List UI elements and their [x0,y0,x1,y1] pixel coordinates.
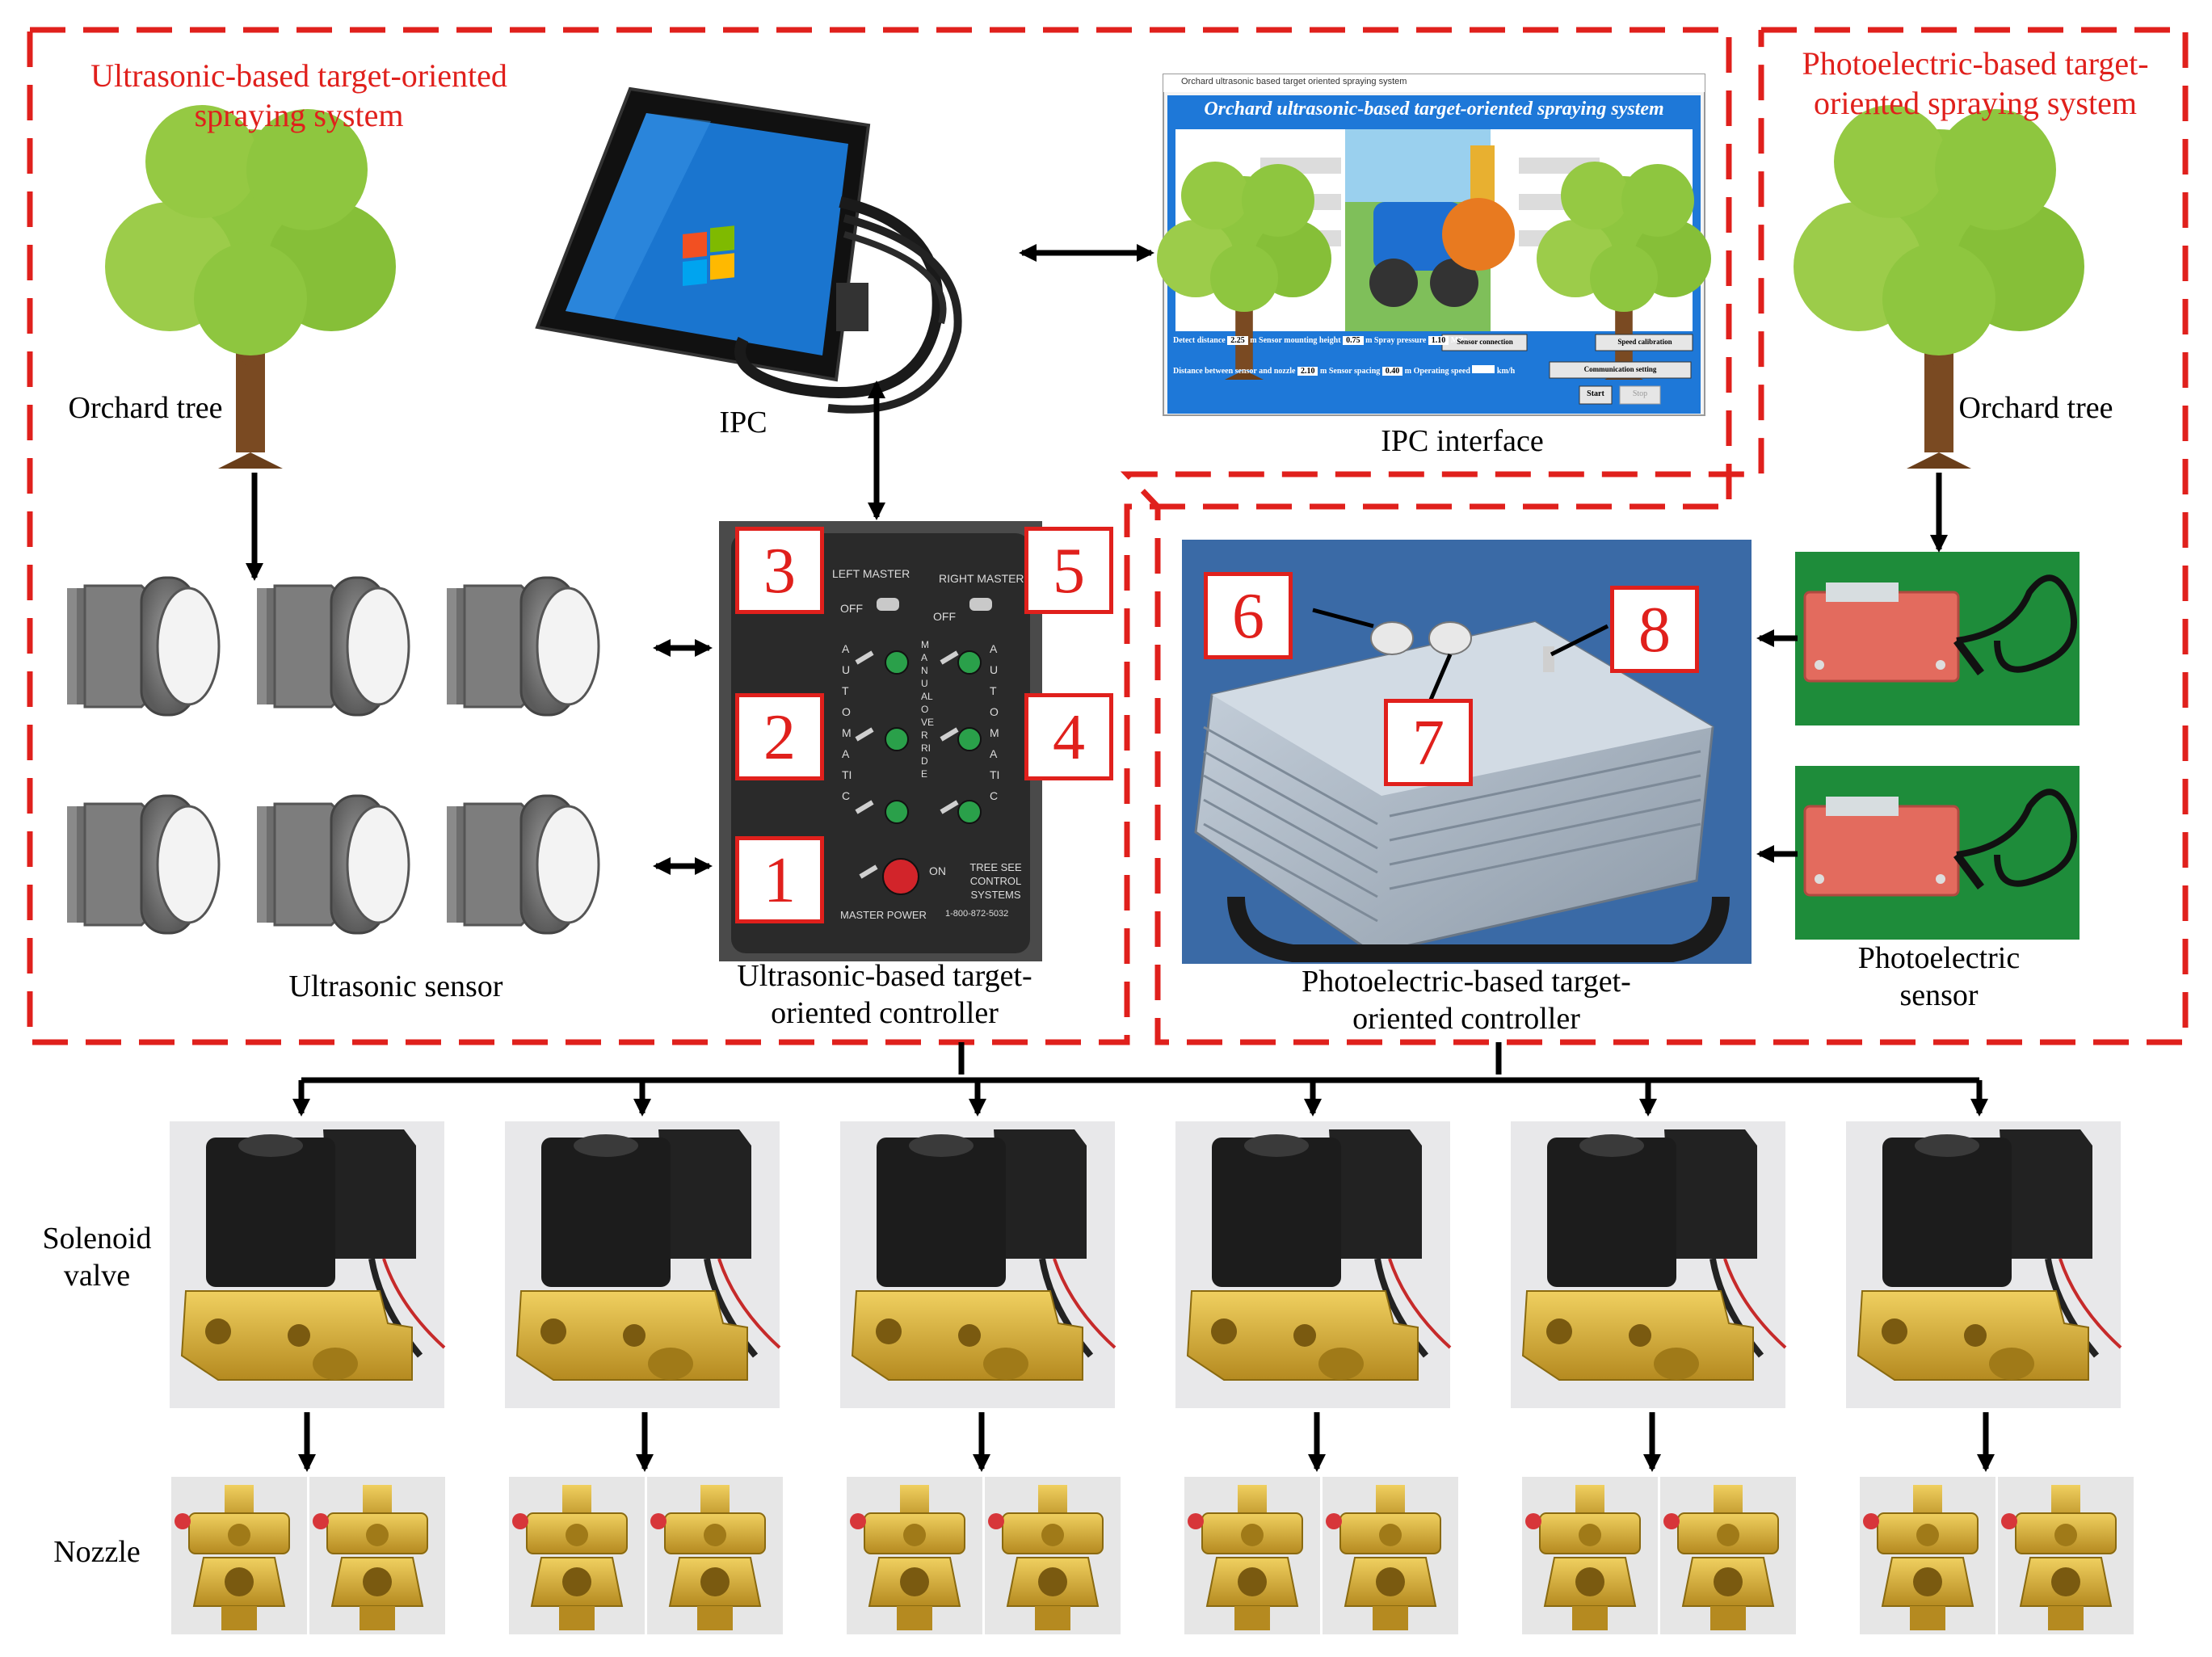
orchard-tree-right-label: Orchard tree [1958,391,2113,425]
mounting-height-label: Sensor mounting height [1259,336,1341,345]
unit-m1: m [1250,336,1257,345]
panel-automatic-left: AUTOMATIC [842,642,852,802]
sensor-connection-button[interactable]: Sensor connection [1457,338,1513,346]
photoelectric-system-border [1120,27,2189,1045]
panel-off-right: OFF [933,610,956,623]
panel-left-master: LEFT MASTER [832,567,910,580]
callout-8: 8 [1610,586,1699,673]
connectors [246,244,1995,1472]
solenoid-valve-label: Solenoid valve [42,1222,152,1293]
ipc-row2: Distance between sensor and nozzle 2.10 … [1173,365,1515,376]
spacing-field[interactable]: 0.40 [1381,367,1403,376]
ultrasonic-controller-label: Ultrasonic-based target-oriented control… [737,959,1032,1031]
solenoid-valves [170,1121,2121,1408]
ultrasonic-sensor-label: Ultrasonic sensor [288,969,503,1003]
ultrasonic-system-border [27,27,1732,1045]
distance-label: Distance between sensor and nozzle [1173,367,1296,376]
panel-phone: 1-800-872-5032 [945,909,1009,919]
stop-button[interactable]: Stop [1632,389,1648,398]
ipc-device [535,86,962,414]
panel-on: ON [929,864,946,877]
photoelectric-sensor-label: Photoelectric sensor [1857,941,2021,1013]
speed-label: Operating speed [1413,367,1470,376]
callout-1: 1 [735,836,824,923]
speed-field[interactable] [1472,365,1495,373]
detect-distance-label: Detect distance [1173,336,1226,345]
nozzle-label: Nozzle [53,1535,141,1569]
mounting-height-field[interactable]: 0.75 [1343,336,1364,345]
panel-automatic-right: AUTOMATIC [990,642,1000,802]
ipc-window-title: Orchard ultrasonic based target oriented… [1181,77,1407,86]
photoelectric-system-title: Photoelectric-based target-oriented spra… [1802,45,2149,121]
callout-2: 2 [735,693,824,780]
spray-pressure-label: Spray pressure [1373,336,1427,345]
panel-off-left: OFF [840,602,863,615]
ultrasonic-sensors [65,576,600,935]
spray-pressure-field[interactable]: 1.10 [1428,336,1449,345]
photoelectric-sensor-2 [1795,766,2080,940]
callout-3: 3 [735,527,824,614]
nozzles [170,1476,2134,1635]
unit-m3: m [1319,367,1327,376]
callout-6: 6 [1204,572,1293,659]
panel-brand: TREE SEE CONTROL SYSTEMS [969,861,1022,901]
callout-5: 5 [1024,527,1113,614]
speed-calibration-button[interactable]: Speed calibration [1617,338,1672,346]
detect-distance-field[interactable]: 2.25 [1227,336,1248,345]
unit-m2: m [1365,336,1373,345]
orchard-tree-left-label: Orchard tree [68,391,223,425]
panel-master-power: MASTER POWER [840,909,927,921]
distance-field[interactable]: 2.10 [1297,367,1318,376]
ipc-interface-window [1157,74,1711,416]
ipc-row1: Detect distance 2.25 m Sensor mounting h… [1173,336,1467,345]
ultrasonic-system-title: Ultrasonic-based target-oriented sprayin… [90,57,507,133]
unit-mpa: MPa [1450,336,1468,345]
start-button[interactable]: Start [1587,389,1604,398]
ipc-window-heading: Orchard ultrasonic-based target-oriented… [1204,99,1664,120]
ipc-interface-label: IPC interface [1381,424,1544,458]
ipc-label: IPC [719,406,767,439]
unit-kmh: km/h [1496,367,1516,376]
photoelectric-controller-label: Photoelectric-based target-oriented cont… [1302,965,1631,1037]
photoelectric-sensor-1 [1795,552,2080,725]
unit-m4: m [1404,367,1412,376]
spacing-label: Sensor spacing [1328,367,1381,376]
panel-right-master: RIGHT MASTER [939,572,1024,585]
callout-4: 4 [1024,693,1113,780]
panel-manual-override: MANUAL OVERRIDE [921,639,935,780]
callout-7: 7 [1384,699,1473,786]
communication-setting-button[interactable]: Communication setting [1583,365,1657,373]
